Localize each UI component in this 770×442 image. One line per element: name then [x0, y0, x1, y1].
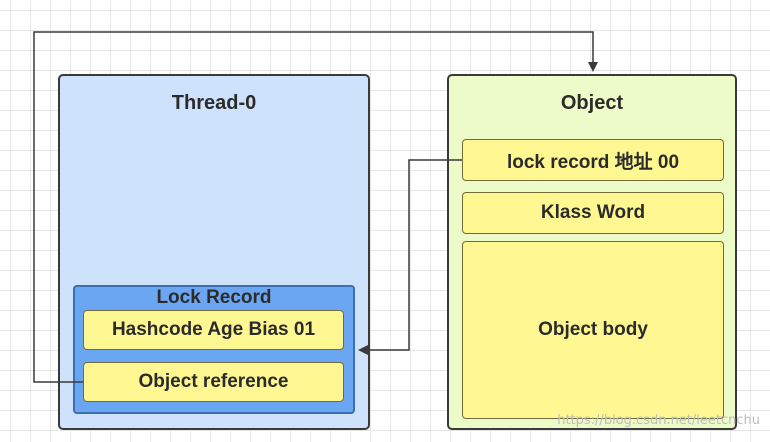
watermark: https://blog.csdn.net/leetcnchu	[557, 413, 760, 428]
object-reference-arrow	[33, 31, 598, 383]
lock-record-hashcode-field: Hashcode Age Bias 01	[83, 310, 344, 350]
object-lock-record-address-field: lock record 地址 00	[462, 139, 724, 181]
lock-record-pointer-arrow	[358, 159, 462, 355]
lock-record-object-reference-field: Object reference	[83, 362, 344, 402]
lock-record-title: Lock Record	[156, 287, 272, 308]
object-klass-word-field: Klass Word	[462, 192, 724, 234]
object-title: Object	[560, 92, 624, 114]
object-body-field: Object body	[462, 241, 724, 419]
thread-title: Thread-0	[171, 92, 257, 114]
